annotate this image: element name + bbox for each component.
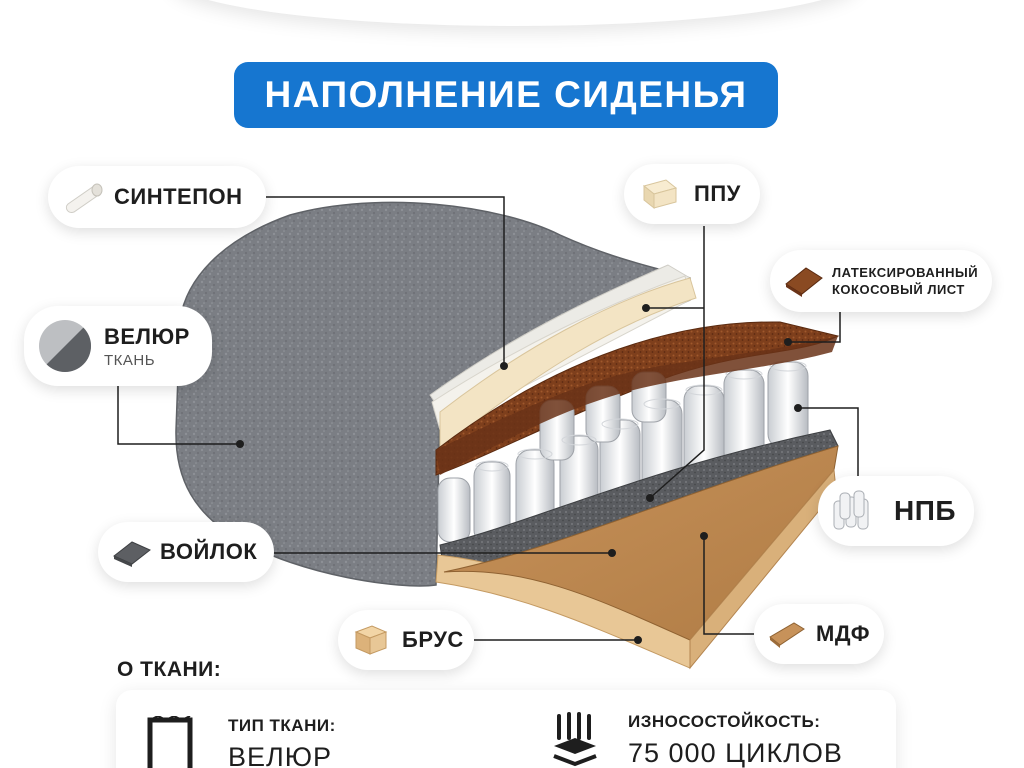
wear-resistance-item: ИЗНОСОСТОЙКОСТЬ: 75 000 ЦИКЛОВ bbox=[550, 712, 843, 768]
label-voylok-text: ВОЙЛОК bbox=[160, 539, 258, 564]
label-brus-text: БРУС bbox=[402, 627, 464, 652]
label-velour: ВЕЛЮР ТКАНЬ bbox=[24, 306, 212, 386]
fabric-type-value: ВЕЛЮР bbox=[228, 742, 333, 768]
label-ppu-text: ППУ bbox=[694, 181, 741, 206]
fabric-swatch-icon bbox=[39, 320, 91, 372]
foam-block-icon bbox=[642, 179, 678, 210]
spring-block-icon bbox=[833, 490, 869, 530]
label-npb: НПБ bbox=[818, 476, 974, 546]
roll-icon bbox=[65, 183, 103, 213]
fabric-type-item: ТИП ТКАНИ: ВЕЛЮР bbox=[146, 716, 336, 768]
label-ppu: ППУ bbox=[624, 164, 760, 224]
wear-resistance-label: ИЗНОСОСТОЙКОСТЬ: bbox=[628, 712, 821, 731]
wear-layers-icon bbox=[553, 712, 597, 767]
wood-block-icon bbox=[354, 625, 388, 655]
label-mdf: МДФ bbox=[754, 604, 884, 664]
label-npb-text: НПБ bbox=[894, 495, 956, 526]
label-mdf-text: МДФ bbox=[816, 621, 870, 646]
fabric-type-label: ТИП ТКАНИ: bbox=[228, 716, 336, 735]
label-latex-line2: КОКОСОВЫЙ ЛИСТ bbox=[832, 282, 965, 297]
fabric-frame-icon bbox=[147, 716, 193, 768]
wear-resistance-value: 75 000 ЦИКЛОВ bbox=[628, 738, 843, 768]
label-sintepon-text: СИНТЕПОН bbox=[114, 184, 243, 209]
title-badge: НАПОЛНЕНИЕ СИДЕНЬЯ bbox=[234, 62, 778, 128]
label-velour-sub: ТКАНЬ bbox=[104, 351, 156, 369]
label-latex-coconut: ЛАТЕКСИРОВАННЫЙ КОКОСОВЫЙ ЛИСТ bbox=[770, 250, 992, 312]
label-brus: БРУС bbox=[338, 610, 474, 670]
label-voylok: ВОЙЛОК bbox=[98, 522, 274, 582]
label-latex-line1: ЛАТЕКСИРОВАННЫЙ bbox=[832, 265, 979, 280]
coconut-sheet-icon bbox=[785, 267, 823, 297]
mdf-sheet-icon bbox=[769, 622, 805, 648]
fabric-info-card: ТИП ТКАНИ: ВЕЛЮР ИЗНОСОСТОЙКОСТЬ: 75 000… bbox=[116, 690, 896, 768]
label-sintepon: СИНТЕПОН bbox=[48, 166, 266, 228]
felt-icon bbox=[113, 541, 151, 567]
fabric-section-heading: О ТКАНИ: bbox=[117, 658, 222, 681]
page-title: НАПОЛНЕНИЕ СИДЕНЬЯ bbox=[264, 74, 748, 115]
label-velour-text: ВЕЛЮР bbox=[104, 323, 190, 349]
